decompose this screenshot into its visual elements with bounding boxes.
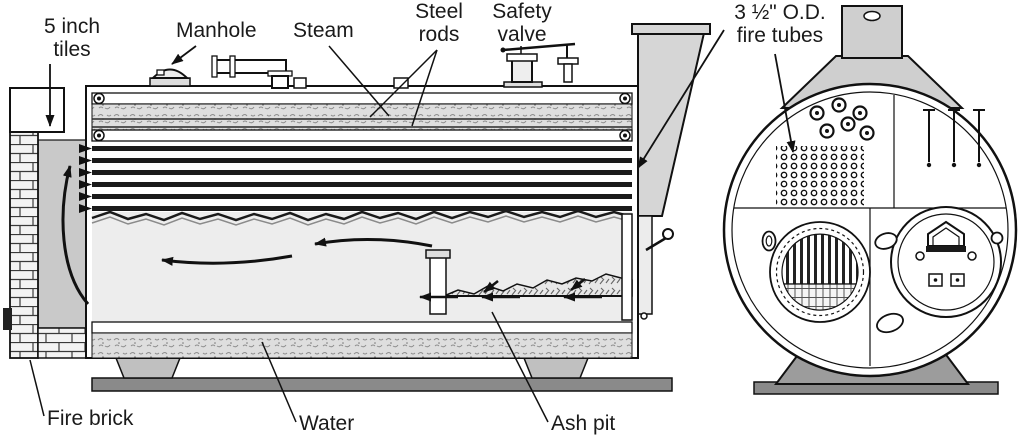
label-5-inch-tiles: 5 inch tiles — [24, 15, 120, 61]
bottom-seam — [91, 321, 633, 334]
leader-ash-pit — [491, 311, 549, 423]
manhole-fitting — [149, 68, 191, 87]
label-steel-rods: Steel rods — [415, 0, 463, 46]
rough-crown-line — [91, 209, 633, 222]
handhole-oval — [876, 312, 904, 334]
leader-water — [261, 341, 297, 423]
side-view — [3, 23, 711, 392]
leader-fire-tubes-end — [774, 53, 796, 153]
steam-space — [91, 92, 633, 142]
uptake-hopper — [631, 23, 711, 320]
label-safety-valve: Safety valve — [492, 0, 552, 46]
label-fire-brick: Fire brick — [47, 407, 134, 430]
water-band — [91, 332, 633, 359]
label-fire-tubes: 3 ½" O.D. fire tubes — [734, 1, 826, 47]
fire-tube-field — [776, 146, 864, 206]
shell-nozzle — [393, 77, 409, 89]
leader-steel-rods — [369, 49, 438, 118]
leader-fire-brick — [29, 359, 45, 417]
fire-brick-wall — [9, 131, 39, 359]
end-view-internals — [734, 95, 1006, 366]
steam-pipe — [211, 55, 307, 89]
cleanout-door — [3, 308, 12, 330]
support-leg — [114, 357, 182, 379]
fire-brick-base — [37, 327, 87, 359]
fire-tubes — [92, 146, 632, 211]
furnace-door — [769, 221, 871, 323]
masonry-setting — [3, 87, 87, 359]
stay-bolt-rings — [809, 97, 875, 141]
support-leg — [522, 357, 590, 379]
leader-steel-rods — [411, 49, 438, 127]
label-manhole: Manhole — [176, 19, 257, 42]
grate-support — [429, 255, 447, 315]
safety-valve — [500, 42, 579, 88]
furnace-region — [61, 165, 633, 322]
gas-flow-chevrons — [79, 144, 92, 213]
rear-wall — [621, 213, 633, 321]
chimney — [841, 5, 903, 59]
leader-lines — [29, 29, 796, 423]
label-ash-pit: Ash pit — [551, 412, 616, 435]
label-steam: Steam — [293, 19, 354, 42]
leader-fire-tubes-side — [637, 29, 725, 169]
ground-bar — [91, 377, 673, 392]
label-5-inch-tiles-line1: 5 inch — [43, 15, 101, 38]
hanging-stay-rods — [923, 109, 985, 168]
leader-manhole — [171, 45, 197, 65]
damper-handle — [662, 228, 674, 240]
handhole-oval — [874, 232, 898, 250]
valve-seat-assembly — [890, 206, 1002, 318]
leader-steam — [328, 45, 390, 117]
end-view — [722, 5, 1018, 395]
side-plug — [990, 231, 1004, 245]
tile-block — [9, 87, 65, 133]
label-water: Water — [299, 412, 355, 435]
flow-arrows — [61, 165, 602, 305]
label-5-inch-tiles-line2: tiles — [53, 37, 91, 61]
side-ring — [761, 230, 777, 252]
